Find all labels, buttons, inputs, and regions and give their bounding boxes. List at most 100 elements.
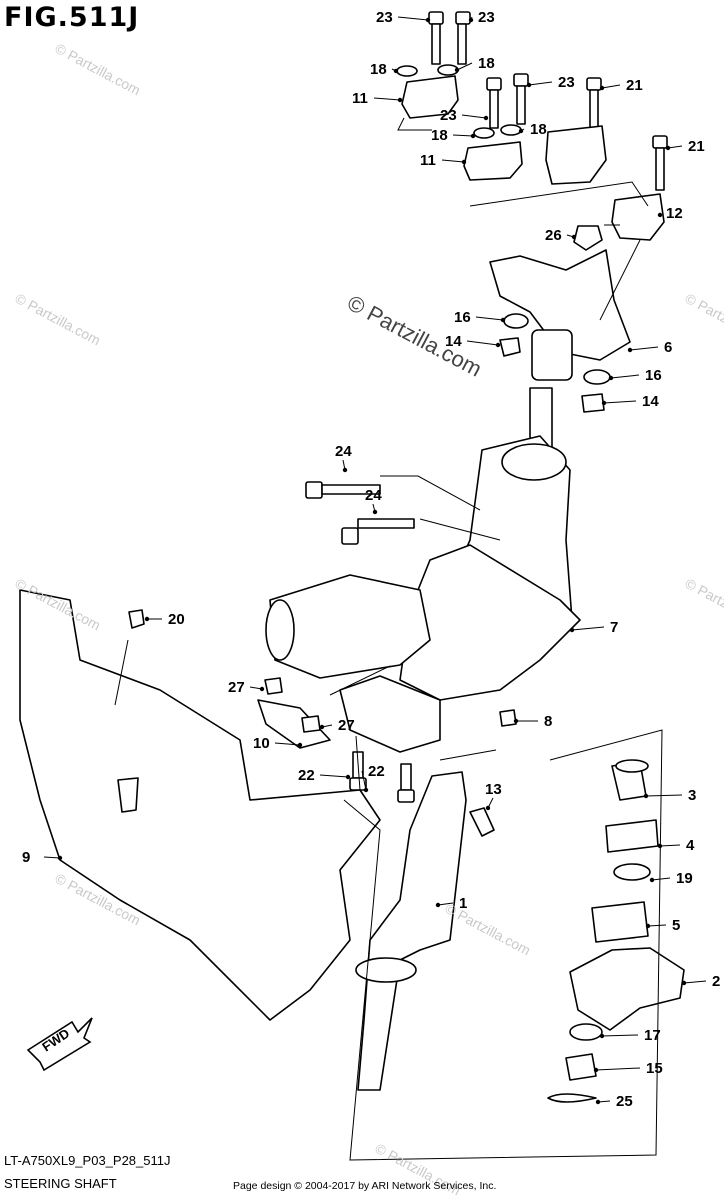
callout-dot (454, 67, 460, 73)
eps-top-seal (501, 443, 567, 481)
bolt-22b (397, 763, 415, 803)
callout-leader (647, 924, 667, 927)
callout-number: 5 (672, 917, 680, 934)
callout-dot (425, 17, 431, 23)
handlebar-bolt-23d (513, 73, 529, 125)
callout-leader (475, 316, 504, 321)
bolt-13 (469, 807, 495, 837)
callout-dot (526, 82, 532, 88)
callout-leader (319, 774, 349, 778)
callout-leader (645, 794, 683, 797)
callout-leader (466, 340, 499, 346)
nut-14b (581, 393, 605, 413)
callout-dot (665, 145, 671, 151)
washer-16a (503, 313, 529, 329)
callout-leader (603, 400, 637, 404)
callout-leader (456, 62, 473, 71)
bracket-boss (531, 329, 573, 381)
page-credit: Page design © 2004-2017 by ARI Network S… (233, 1180, 497, 1192)
callout-dot (518, 128, 524, 134)
bolt-8 (499, 709, 517, 727)
clip-20 (128, 609, 145, 629)
callout-number: 14 (445, 333, 462, 350)
callout-leader (528, 81, 553, 86)
callout-leader (595, 1067, 641, 1071)
callout-number: 4 (686, 837, 695, 854)
callout-dot (649, 877, 655, 883)
callout-number: 18 (478, 55, 495, 72)
callout-dot (601, 400, 607, 406)
callout-dot (513, 718, 519, 724)
screw-27b (301, 715, 321, 733)
callout-leader (601, 1034, 639, 1037)
callout-number: 23 (478, 9, 495, 26)
callout-dot (397, 97, 403, 103)
diagram-subtitle: STEERING SHAFT (4, 1176, 117, 1191)
handlebar-holder (545, 125, 607, 185)
figure-title: FIG.511J (4, 2, 140, 33)
callout-dot (259, 686, 265, 692)
oil-seal-4 (605, 819, 659, 853)
callout-leader (397, 16, 429, 21)
handlebar-lower-clamp-11b (463, 141, 523, 181)
callout-dot (569, 627, 575, 633)
callout-number: 18 (530, 121, 547, 138)
callout-number: 23 (440, 107, 457, 124)
steering-shaft-collar (355, 957, 417, 983)
callout-number: 11 (420, 152, 436, 169)
callout-dot (681, 980, 687, 986)
callout-number: 6 (664, 339, 672, 356)
steering-shaft-1 (357, 771, 467, 1091)
callout-dot (571, 234, 577, 240)
callout-dot (345, 774, 351, 780)
callout-leader (461, 114, 487, 119)
callout-number: 1 (459, 895, 467, 912)
callout-number: 21 (688, 138, 705, 155)
eps-mount-plate (339, 675, 441, 753)
fwd-arrow: FWD (26, 1017, 93, 1072)
callout-leader (571, 626, 605, 631)
callout-dot (363, 787, 369, 793)
callout-number: 23 (376, 9, 393, 26)
callout-dot (468, 17, 474, 23)
handlebar-holder-12 (611, 193, 665, 241)
handlebar-bolt-21a (586, 77, 602, 131)
steering-nut-26 (573, 225, 603, 251)
eps-bolt-24b (341, 518, 415, 545)
steering-bracket-6 (489, 249, 631, 361)
eps-motor (269, 574, 431, 679)
steering-knuckle-arm-2 (569, 947, 685, 1031)
callout-number: 3 (688, 787, 696, 804)
callout-dot (144, 616, 150, 622)
callout-dot (57, 855, 63, 861)
callout-dot (342, 467, 348, 473)
leader-lines (114, 117, 663, 1161)
callout-dot (483, 115, 489, 121)
callout-dot (485, 805, 491, 811)
callout-number: 19 (676, 870, 693, 887)
callout-dot (608, 375, 614, 381)
callout-number: 21 (626, 77, 643, 94)
callout-dot (500, 317, 506, 323)
callout-leader (43, 856, 61, 859)
callout-leader (601, 84, 621, 89)
callout-number: 9 (22, 849, 30, 866)
callout-leader (629, 346, 659, 351)
o-ring-19 (613, 863, 651, 881)
callout-dot (372, 509, 378, 515)
eps-bolt-24a (305, 481, 381, 499)
callout-number: 27 (228, 679, 245, 696)
callout-number: 18 (370, 61, 387, 78)
callout-dot (657, 212, 663, 218)
callout-leader (441, 159, 465, 163)
screw-27a (264, 677, 283, 695)
eps-motor-end-cap (265, 599, 295, 661)
callout-dot (645, 923, 651, 929)
callout-dot (393, 68, 399, 74)
nut-15 (565, 1053, 597, 1081)
bracket-10 (257, 699, 331, 749)
washer-18c (473, 127, 495, 139)
callout-number: 11 (352, 90, 368, 107)
